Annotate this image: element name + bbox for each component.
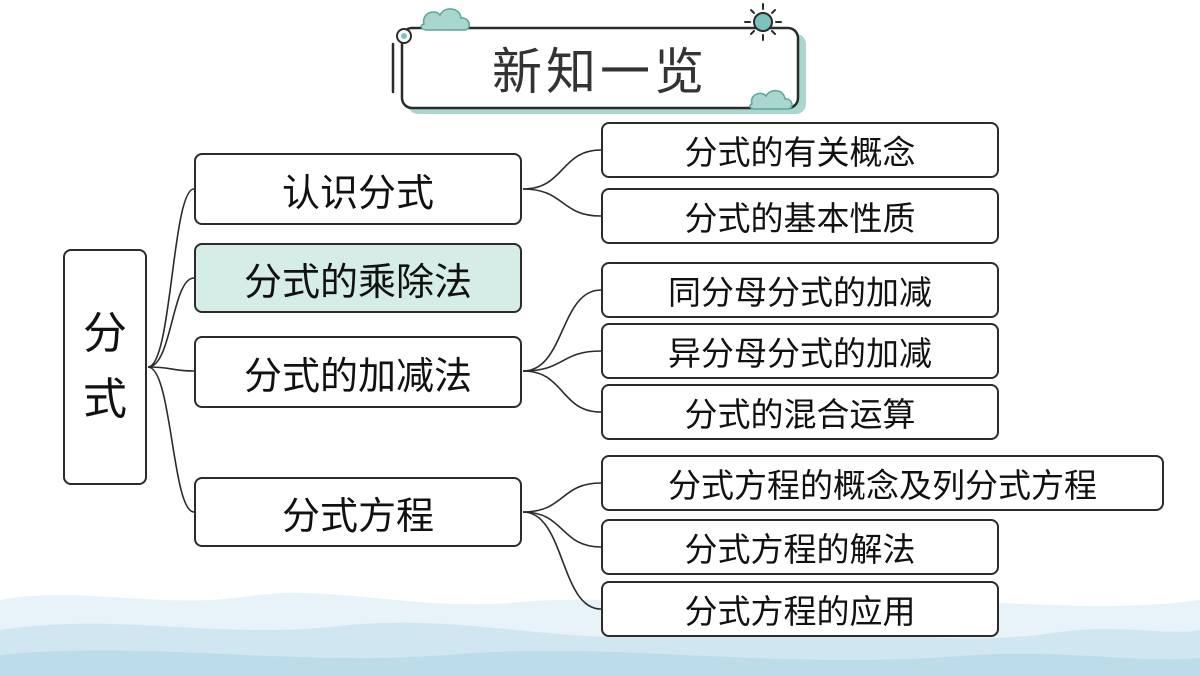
branch-node-multiply-divide: 分式的乘除法 bbox=[194, 243, 522, 313]
cloud-icon bbox=[749, 90, 793, 110]
leaf-node: 异分母分式的加减 bbox=[601, 323, 999, 379]
root-label-line1: 分 bbox=[83, 308, 127, 359]
leaf-node: 分式方程的解法 bbox=[601, 519, 999, 575]
title-banner bbox=[391, 26, 806, 114]
leaf-node: 分式的基本性质 bbox=[601, 188, 999, 244]
branch-node-fraction-equations: 分式方程 bbox=[194, 477, 522, 547]
watercolor-wave-decoration bbox=[0, 592, 1200, 675]
leaf-node: 分式方程的应用 bbox=[601, 581, 999, 637]
leaf-node: 分式方程的概念及列分式方程 bbox=[601, 455, 1164, 511]
leaf-node: 同分母分式的加减 bbox=[601, 262, 999, 318]
page-title: 新知一览 bbox=[492, 43, 708, 101]
cloud-icon bbox=[420, 8, 471, 31]
leaf-node: 分式的混合运算 bbox=[601, 384, 999, 440]
branch-node-add-subtract: 分式的加减法 bbox=[194, 336, 522, 408]
root-label-line2: 式 bbox=[83, 374, 127, 425]
branch-node-recognize-fractions: 认识分式 bbox=[194, 153, 522, 225]
leaf-node: 分式的有关概念 bbox=[601, 122, 999, 178]
sun-icon bbox=[744, 3, 782, 41]
mindmap-connectors bbox=[147, 149, 602, 610]
root-node: 分 式 bbox=[63, 249, 147, 485]
